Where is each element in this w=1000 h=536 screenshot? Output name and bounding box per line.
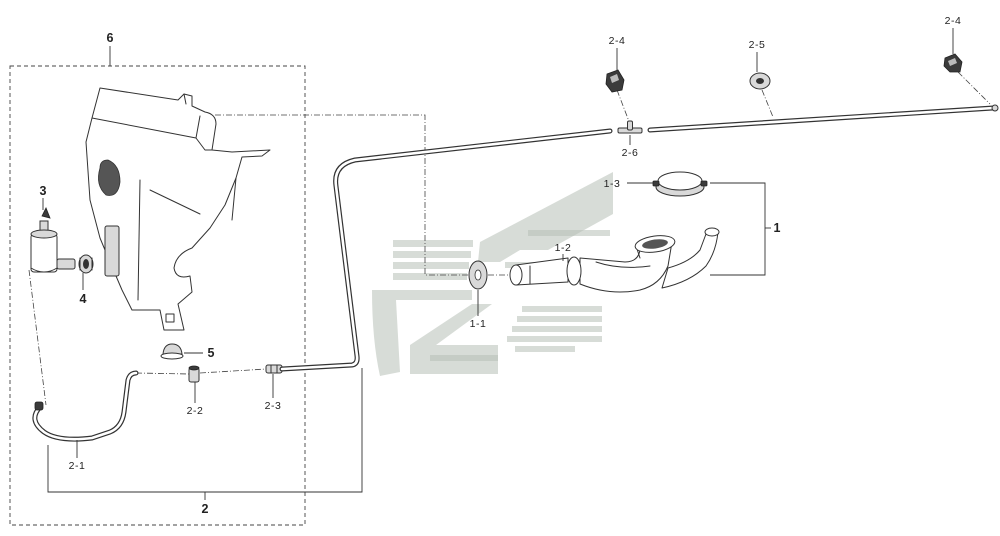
callout-1-3: 1-3 [604, 178, 621, 190]
callout-5: 5 [208, 346, 215, 360]
callout-4: 4 [80, 292, 87, 306]
reservoir-assembly-boundary [9, 65, 306, 526]
callout-6: 6 [107, 31, 114, 45]
hose-upper [647, 104, 999, 133]
filler-cap [652, 171, 708, 197]
clip [160, 343, 184, 360]
callout-2-6: 2-6 [622, 147, 639, 159]
hose-lower [32, 370, 139, 442]
callout-2-5: 2-5 [749, 39, 766, 51]
nozzle-left [605, 69, 625, 93]
connection-lines [28, 71, 991, 406]
bracket-assembly-1 [710, 182, 771, 276]
washer-pump [30, 207, 76, 273]
callout-2-1: 2-1 [69, 460, 86, 472]
pump-grommet [78, 254, 94, 274]
watermark-logo [372, 172, 613, 376]
callout-1: 1 [774, 221, 781, 235]
hose-main [279, 128, 613, 372]
callout-2-4-right: 2-4 [945, 15, 962, 27]
reservoir-tank [85, 87, 271, 331]
callout-1-2: 1-2 [555, 242, 572, 254]
leader-lines [42, 28, 954, 458]
bracket-assembly-2 [47, 368, 363, 500]
grommet-upper [749, 72, 771, 90]
callout-1-1: 1-1 [470, 318, 487, 330]
connector [188, 365, 200, 383]
seal-ring [468, 260, 488, 290]
nozzle-right [943, 53, 963, 73]
filler-neck [509, 227, 720, 293]
callout-2-4-left: 2-4 [609, 35, 626, 47]
callout-3: 3 [40, 184, 47, 198]
callout-2-2: 2-2 [187, 405, 204, 417]
joint [265, 364, 283, 374]
tee-connector [617, 120, 643, 134]
callout-2: 2 [202, 502, 209, 516]
callout-2-3: 2-3 [265, 400, 282, 412]
